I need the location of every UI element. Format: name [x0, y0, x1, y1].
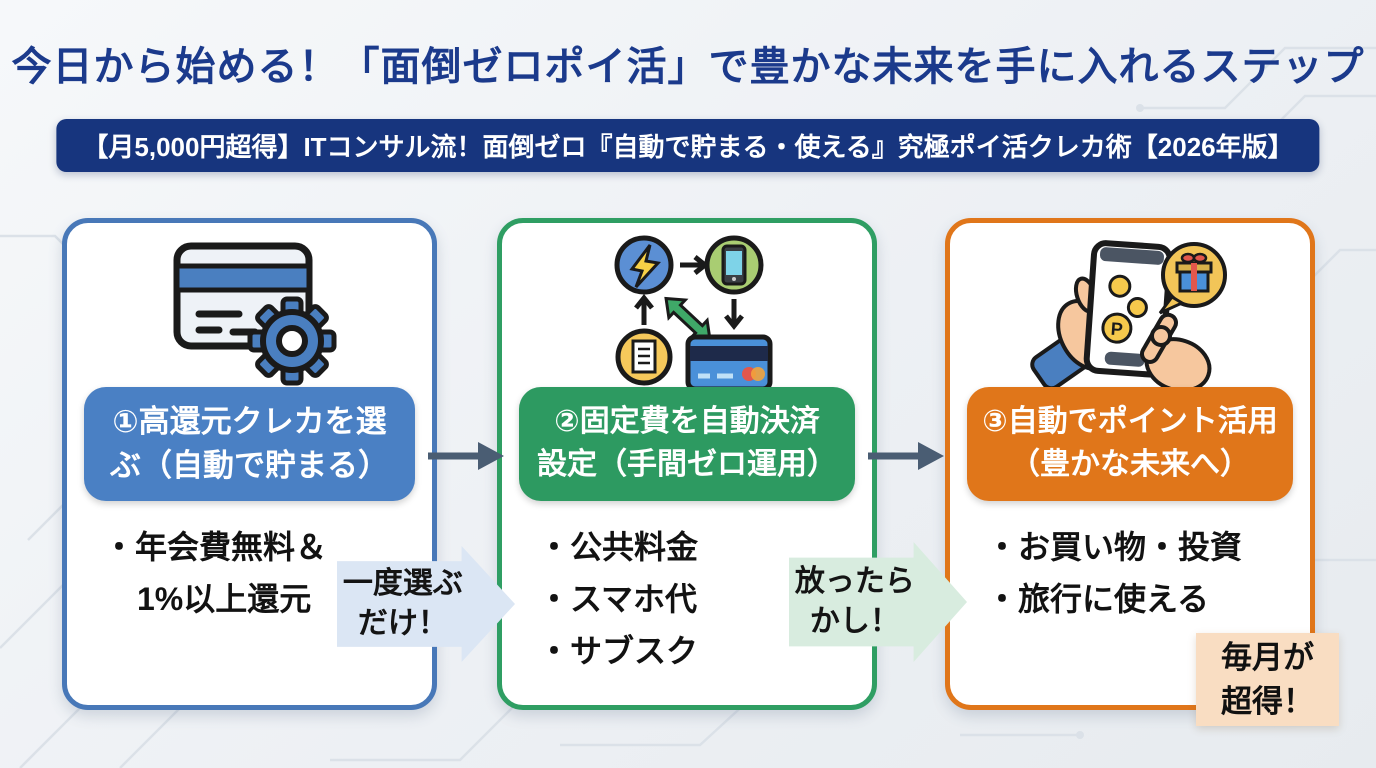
once-only-arrow-label: 一度選ぶ だけ！	[342, 566, 463, 641]
badge-line2: 超得！	[1221, 683, 1314, 719]
credit-card-gear-icon	[173, 242, 336, 386]
step1-icon-box	[67, 237, 432, 389]
subtitle-banner: 【月5,000円超得】ITコンサル流！面倒ゼロ『自動で貯まる・使える』究極ポイ活…	[56, 119, 1320, 172]
phone-points-gift-icon: P	[1030, 240, 1227, 393]
bullet-item: ・公共料金	[538, 529, 699, 565]
step1-title-line1: ①高還元クレカを選	[112, 403, 387, 439]
step1-title-pill: ①高還元クレカを選 ぶ（自動で貯まる）	[84, 387, 415, 501]
step3-title-line1: ③自動でポイント活用	[982, 405, 1278, 439]
monthly-benefit-badge: 毎月が 超得！	[1196, 633, 1339, 726]
electricity-icon	[614, 235, 674, 295]
arrow-up-icon	[634, 293, 654, 325]
bill-document-icon	[615, 328, 673, 386]
bullet-item: ・旅行に使える	[986, 581, 1210, 618]
step2-to-step3-arrow-icon	[868, 442, 944, 470]
step2-bullets: ・公共料金 ・スマホ代 ・サブスク	[538, 521, 864, 677]
bullet-item: ・スマホ代	[538, 581, 698, 618]
point-coin-icon: P	[1101, 274, 1148, 344]
svg-text:P: P	[1110, 319, 1123, 340]
step2-title-pill: ②固定費を自動決済 設定（手間ゼロ運用）	[519, 387, 855, 501]
step2-title-line1: ②固定費を自動決済	[554, 405, 820, 439]
step1-card: ①高還元クレカを選 ぶ（自動で貯まる） ・年会費無料＆ 1%以上還元	[62, 218, 437, 710]
auto-payment-flow-icon	[614, 235, 773, 392]
arrow-right-icon	[680, 255, 710, 275]
step1-bullets: ・年会費無料＆ 1%以上還元	[103, 521, 424, 625]
bullet-item: ・年会費無料＆	[103, 529, 328, 565]
bullet-item: ・お買い物・投資	[986, 529, 1243, 565]
once-only-arrow: 一度選ぶ だけ！	[337, 546, 515, 662]
step3-title-pill: ③自動でポイント活用 （豊かな未来へ）	[967, 387, 1293, 501]
bullet-item: ・サブスク	[538, 633, 699, 670]
gift-bubble-icon	[1158, 242, 1227, 315]
hands-off-arrow: 放ったら かし！	[789, 542, 967, 662]
page-title: 今日から始める！「面倒ゼロポイ活」で豊かな未来を手に入れるステップ	[11, 45, 1365, 89]
step2-title-line2: 設定（手間ゼロ運用）	[537, 448, 837, 481]
smartphone-icon	[704, 235, 764, 295]
step2-icon-box	[502, 235, 872, 392]
credit-card-icon	[685, 334, 773, 392]
step3-bullets: ・お買い物・投資 ・旅行に使える	[986, 521, 1302, 625]
step3-card: P ③自動でポイント活	[945, 218, 1315, 710]
badge-line1: 毎月が	[1221, 640, 1314, 676]
step1-title-line2: ぶ（自動で貯まる）	[110, 448, 389, 483]
bullet-item: 1%以上還元	[137, 581, 312, 618]
gear-icon	[247, 296, 336, 386]
step3-icon-box: P	[950, 237, 1310, 393]
hands-off-arrow-label: 放ったら かし！	[794, 564, 915, 639]
step1-to-step2-arrow-icon	[428, 442, 504, 470]
arrow-down-icon	[724, 299, 744, 331]
step3-title-line2: （豊かな未来へ）	[1010, 448, 1250, 481]
